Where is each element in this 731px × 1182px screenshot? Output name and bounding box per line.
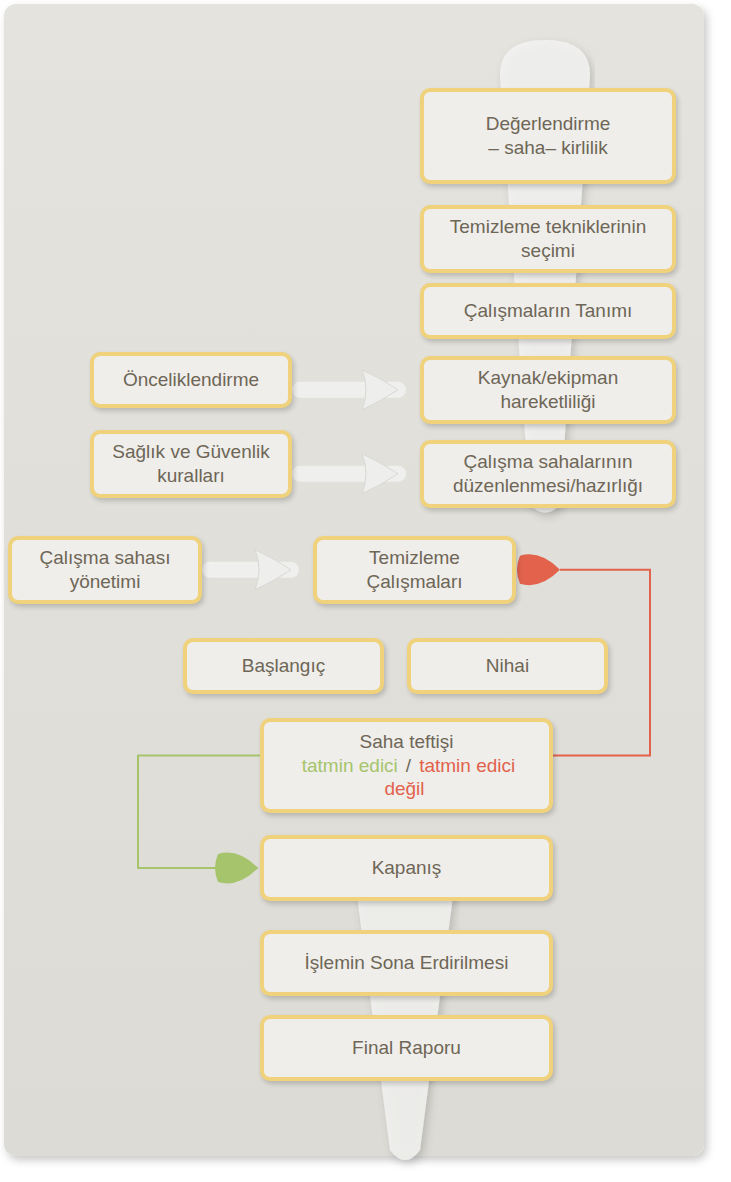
feedback-arrow [138, 756, 260, 869]
text-row: İşlemin Sona Erdirilmesi [305, 951, 509, 975]
box-label: Saha teftişi [360, 731, 454, 752]
process-box: Çalışma sahası yönetimi [8, 536, 202, 604]
process-box: Çalışmaların Tanımı [420, 283, 676, 339]
process-box: Önceliklendirme [90, 352, 292, 408]
text-row: Kapanış [372, 856, 442, 880]
text-row: Temizleme tekniklerinin seçimi [434, 215, 662, 263]
box-label: Başlangıç [242, 655, 325, 676]
box-label: Çalışma sahalarının düzenlenmesi/hazırlı… [453, 451, 643, 496]
list-item: – saha [488, 137, 545, 158]
text-row: tatmin edici /tatmin edici değil [274, 754, 539, 802]
box-label: Temizleme tekniklerinin seçimi [450, 216, 646, 261]
box-label: Çalışmaların Tanımı [464, 300, 633, 321]
background-panel [4, 4, 704, 1156]
text-row: Çalışma sahası yönetimi [22, 546, 188, 594]
text-row: Önceliklendirme [123, 368, 259, 392]
text-row: Kaynak/ekipman hareketliliği [434, 366, 662, 414]
text-row: Başlangıç [242, 654, 325, 678]
list-block: – saha– kirlilik [488, 136, 607, 160]
block-arrow [210, 562, 291, 578]
process-box: Final Raporu [260, 1015, 553, 1081]
process-box: İşlemin Sona Erdirilmesi [260, 930, 553, 996]
box-label: tatmin edici [302, 755, 398, 776]
block-arrow [300, 382, 398, 398]
process-box: Kaynak/ekipman hareketliliği [420, 356, 676, 424]
block-arrow [300, 466, 398, 482]
box-label: Nihai [486, 655, 529, 676]
box-label: Kapanış [372, 857, 442, 878]
process-box: Nihai [407, 638, 608, 694]
process-box: Sağlık ve Güvenlik kuralları [90, 430, 292, 498]
process-box: Değerlendirme– saha– kirlilik [420, 88, 676, 184]
box-label: Final Raporu [352, 1037, 461, 1058]
text-row: Nihai [486, 654, 529, 678]
box-label: / [406, 755, 411, 776]
process-box: Başlangıç [183, 638, 384, 694]
text-row: Çalışmaların Tanımı [464, 299, 633, 323]
process-box: Temizleme Çalışmaları [313, 536, 516, 604]
process-box: Saha teftişi tatmin edici /tatmin edici de… [260, 718, 553, 813]
box-label: Çalışma sahası yönetimi [40, 547, 171, 592]
process-box: Temizleme tekniklerinin seçimi [420, 205, 676, 273]
text-row: Saha teftişi [360, 730, 454, 754]
box-label: Temizleme Çalışmaları [366, 547, 462, 592]
text-row: Final Raporu [352, 1036, 461, 1060]
process-box: Çalışma sahalarının düzenlenmesi/hazırlı… [420, 440, 676, 508]
box-label: Kaynak/ekipman hareketliliği [478, 367, 618, 412]
text-row: Sağlık ve Güvenlik kuralları [104, 440, 278, 488]
box-label: tatmin edici değil [384, 755, 515, 800]
box-label: Önceliklendirme [123, 369, 259, 390]
box-label: İşlemin Sona Erdirilmesi [305, 952, 509, 973]
list-item: – kirlilik [545, 137, 607, 158]
process-box: Kapanış [260, 835, 553, 901]
text-row: Temizleme Çalışmaları [327, 546, 502, 594]
box-heading: Değerlendirme [486, 112, 611, 136]
text-row: Çalışma sahalarının düzenlenmesi/hazırlı… [434, 450, 662, 498]
box-label: Sağlık ve Güvenlik kuralları [112, 441, 269, 486]
